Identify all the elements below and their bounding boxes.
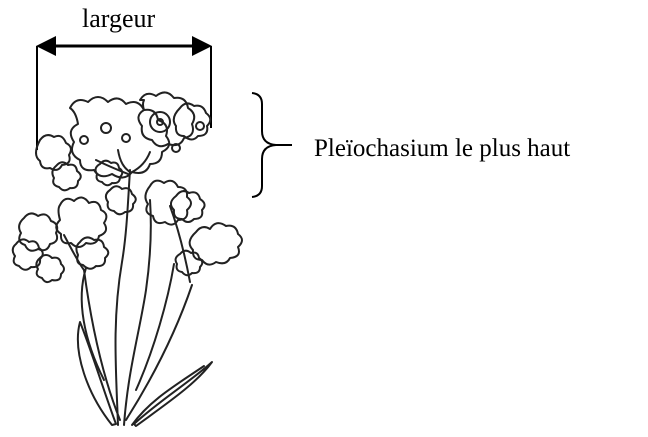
top-cluster-label: Pleïochasium le plus haut <box>314 136 570 161</box>
double-headed-arrow-icon <box>36 36 212 150</box>
plant-illustration-icon <box>13 92 242 426</box>
width-label: largeur <box>82 6 155 32</box>
curly-brace-icon <box>252 93 292 197</box>
